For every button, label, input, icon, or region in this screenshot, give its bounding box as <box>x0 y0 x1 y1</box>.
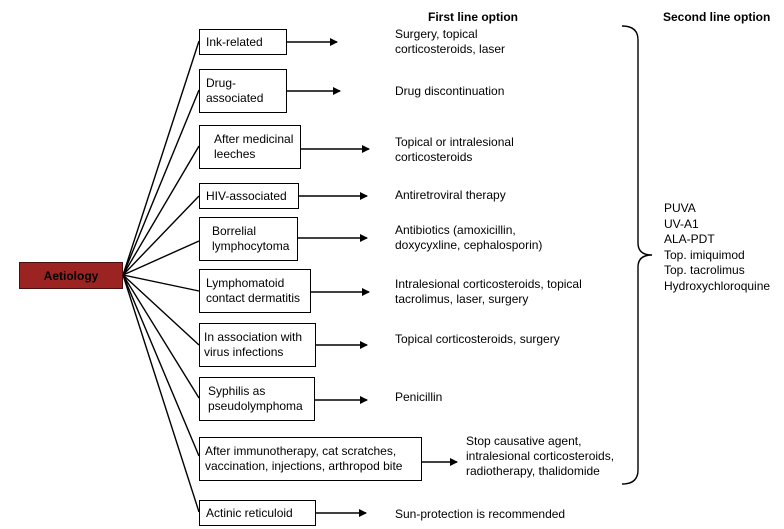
treatment-hiv-associated: Antiretroviral therapy <box>395 188 506 202</box>
cause-label: Borrelial lymphocytoma <box>212 224 290 253</box>
cause-box-syphilis: Syphilis as pseudolymphoma <box>199 377 315 421</box>
cause-box-hiv-associated: HIV-associated <box>199 183 299 209</box>
second-line-option: UV-A1 <box>664 216 699 231</box>
treatment-borrelial: Antibiotics (amoxicillin, doxycyxline, c… <box>395 223 543 252</box>
treatment-syphilis: Penicillin <box>395 390 443 404</box>
cause-label: Actinic reticuloid <box>206 505 293 520</box>
treatment-immunotherapy: Stop causative agent, intralesional cort… <box>466 434 615 478</box>
cause-label: Lymphomatoid contact dermatitis <box>206 276 301 305</box>
second-line-options-list: PUVA UV-A1 ALA-PDT Top. imiquimod Top. t… <box>664 201 770 294</box>
cause-label: Drug-associated <box>206 76 264 105</box>
cause-box-virus-infections: In association with virus infections <box>199 323 316 367</box>
cause-box-lymphomatoid-contact-dermatitis: Lymphomatoid contact dermatitis <box>199 269 311 313</box>
cause-box-borrelial-lymphocytoma: Borrelial lymphocytoma <box>199 217 298 261</box>
cause-label: Ink-related <box>206 34 263 49</box>
treatment-actinic-reticuloid: Sun-protection is recommended <box>395 507 566 521</box>
cause-box-actinic-reticuloid: Actinic reticuloid <box>199 500 316 526</box>
aetiology-root-node: Aetiology <box>19 262 123 289</box>
treatment-medicinal-leeches: Topical or intralesional corticosteroids <box>395 135 514 164</box>
second-line-option: ALA-PDT <box>664 232 715 246</box>
treatment-ink-related: Surgery, topical corticosteroids, laser <box>395 27 506 56</box>
cause-box-drug-associated: Drug-associated <box>199 69 287 113</box>
second-line-option: Top. imiquimod <box>664 247 745 262</box>
cause-label: In association with virus infections <box>204 330 303 359</box>
first-line-header: First line option <box>428 10 518 24</box>
cause-label: Syphilis as pseudolymphoma <box>208 384 303 413</box>
treatment-lymphomatoid: Intralesional corticosteroids, topical t… <box>395 277 582 306</box>
second-line-option: Hydroxychloroquine <box>664 278 771 293</box>
cause-box-immunotherapy: After immunotherapy, cat scratches, vacc… <box>199 437 422 481</box>
second-line-option: PUVA <box>664 201 696 215</box>
second-line-header: Second line option <box>663 10 771 24</box>
cause-label: HIV-associated <box>206 188 287 203</box>
second-line-option: Top. tacrolimus <box>664 263 745 277</box>
cause-box-ink-related: Ink-related <box>199 29 287 55</box>
cause-box-medicinal-leeches: After medicinal leeches <box>199 125 301 169</box>
treatment-drug-associated: Drug discontinuation <box>395 84 505 98</box>
cause-label: After medicinal leeches <box>214 132 294 161</box>
treatment-virus-infections: Topical corticosteroids, surgery <box>395 332 560 346</box>
cause-label: After immunotherapy, cat scratches, vacc… <box>205 444 403 473</box>
aetiology-label: Aetiology <box>43 268 99 283</box>
